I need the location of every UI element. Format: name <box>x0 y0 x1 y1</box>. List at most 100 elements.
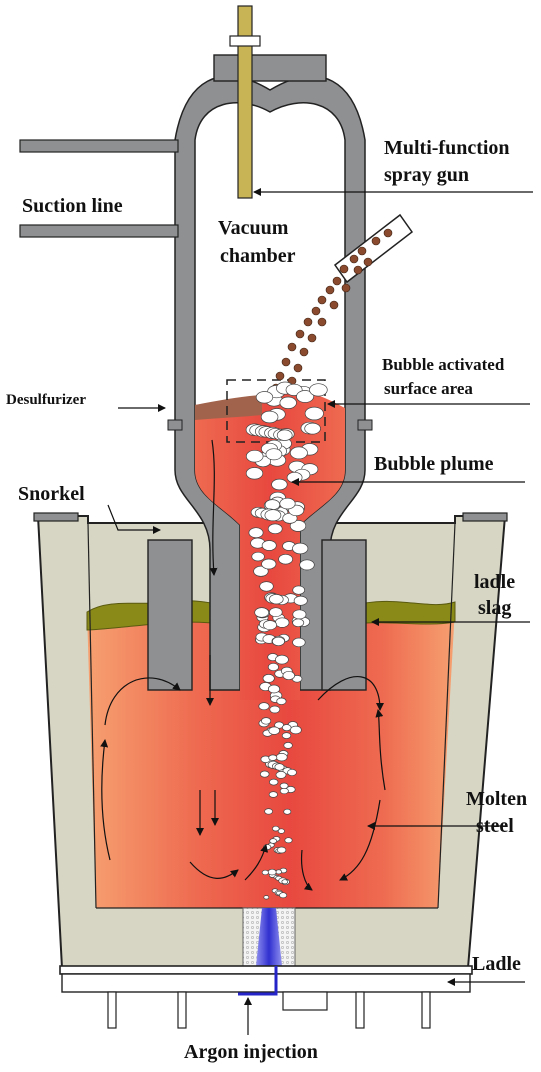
label-molten-steel-2: steel <box>476 815 514 837</box>
ladle-bottom-frame <box>62 974 470 992</box>
bubble <box>266 449 282 460</box>
bubble <box>277 698 286 705</box>
label-spray-gun-2: spray gun <box>384 164 469 186</box>
bubble <box>276 771 286 778</box>
particle <box>318 296 326 304</box>
bubble <box>275 764 284 771</box>
bubble <box>280 783 288 789</box>
bubble <box>300 560 315 570</box>
bubble <box>293 619 304 627</box>
spray-gun-rod <box>238 6 252 198</box>
bubble <box>272 479 288 490</box>
snorkel-clamp-left <box>148 540 192 690</box>
label-bubble-area-1: Bubble activated <box>382 355 505 374</box>
bubble <box>276 870 282 874</box>
bubble <box>282 733 291 739</box>
label-desulfurizer: Desulfurizer <box>6 392 86 408</box>
bubble <box>293 638 306 647</box>
bubble <box>277 430 292 441</box>
label-bubble-plume: Bubble plume <box>374 453 494 475</box>
bubble <box>283 671 295 679</box>
particle <box>300 348 308 356</box>
bubble <box>268 685 279 693</box>
bubble <box>269 779 278 785</box>
bubble <box>278 829 284 834</box>
bubble <box>310 384 328 396</box>
label-spray-gun-1: Multi-function <box>384 137 510 159</box>
ladle-foot-box <box>283 992 327 1010</box>
ladle-leg-2 <box>178 992 186 1028</box>
label-molten-steel-1: Molten <box>466 788 527 810</box>
particle <box>354 266 362 274</box>
bubble <box>256 392 273 404</box>
bubble <box>268 524 282 534</box>
bubble <box>275 618 289 628</box>
label-ladle: Ladle <box>472 953 521 975</box>
particle <box>282 358 290 366</box>
bubble <box>276 753 287 761</box>
bubble <box>288 769 297 775</box>
particle <box>326 286 334 294</box>
particle <box>358 247 366 255</box>
bubble <box>260 582 274 592</box>
particle <box>294 364 302 372</box>
bubble <box>284 742 293 748</box>
particle <box>318 318 326 326</box>
bubble <box>269 755 277 761</box>
bubble <box>279 554 293 564</box>
particle <box>276 372 284 380</box>
bubble <box>268 869 276 875</box>
bubble <box>290 447 307 459</box>
bubble <box>293 586 305 594</box>
ladle-rim-right <box>463 513 507 521</box>
mid-flange-left <box>168 420 182 430</box>
bubble <box>263 621 276 630</box>
bubble <box>284 809 291 814</box>
bubble <box>262 541 276 551</box>
particle <box>308 334 316 342</box>
label-ladle-slag-2: slag <box>478 597 511 619</box>
label-vacuum-1: Vacuum <box>218 217 289 239</box>
top-flange <box>214 55 326 81</box>
bubble <box>246 450 263 462</box>
bubble <box>290 726 301 734</box>
bubble <box>285 838 292 843</box>
particle <box>333 277 341 285</box>
ladle-base-plate <box>60 966 472 974</box>
bubble <box>259 703 269 710</box>
bubble <box>272 637 284 646</box>
particle <box>350 255 358 263</box>
bubble <box>265 500 280 510</box>
particle <box>372 237 380 245</box>
bubble <box>265 510 281 521</box>
bubble <box>305 407 323 420</box>
bubble <box>305 423 321 434</box>
bubble <box>287 472 302 482</box>
ladle-leg-3 <box>356 992 364 1028</box>
bubble <box>269 727 280 735</box>
snorkel-clamp-right <box>322 540 366 690</box>
suction-pipe-top <box>20 140 178 152</box>
particle <box>296 330 304 338</box>
ladle-rim-left <box>34 513 78 521</box>
bubble <box>246 468 263 480</box>
label-ladle-slag-1: ladle <box>474 571 515 593</box>
bubble <box>252 552 265 561</box>
label-snorkel: Snorkel <box>18 483 85 505</box>
bubble <box>282 725 291 731</box>
ladle-leg-4 <box>422 992 430 1028</box>
bubble <box>280 498 295 509</box>
ladle-leg-1 <box>108 992 116 1028</box>
suction-pipe-bottom <box>20 225 178 237</box>
bubble <box>265 809 273 815</box>
bubble <box>255 608 269 618</box>
bubble <box>279 893 286 898</box>
particle <box>312 307 320 315</box>
bubble <box>263 674 274 682</box>
bubble <box>262 870 268 875</box>
particle <box>330 301 338 309</box>
particle <box>384 229 392 237</box>
bubble <box>293 610 306 619</box>
